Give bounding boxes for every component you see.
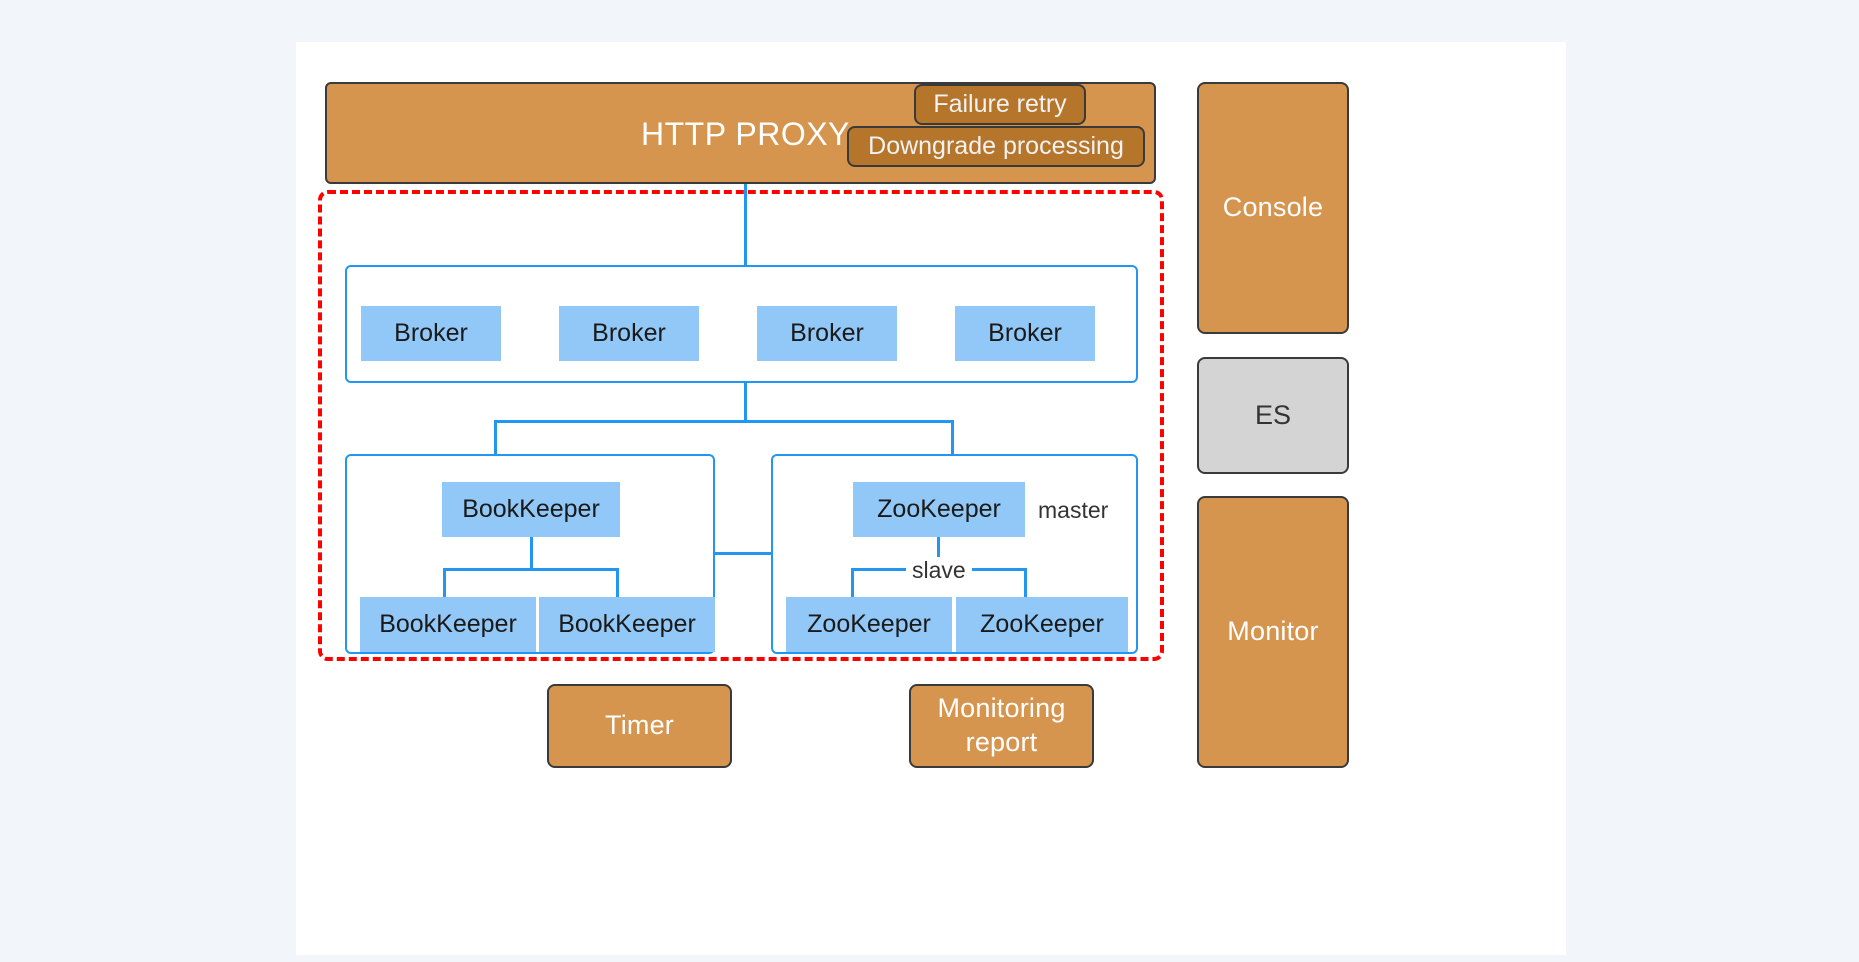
monitoring-report-line-2: report <box>965 727 1038 757</box>
zookeeper-master-role-label: master <box>1038 497 1109 523</box>
broker-node-2[interactable]: Broker <box>559 306 699 361</box>
broker-node-4[interactable]: Broker <box>955 306 1095 361</box>
diagram-canvas: HTTP PROXY Failure retry Downgrade proce… <box>296 42 1566 955</box>
broker-container <box>345 265 1138 383</box>
connector-zookeeper-right <box>1024 568 1027 598</box>
monitoring-report-box[interactable]: Monitoring report <box>909 684 1094 768</box>
connector-brokers-trunk <box>744 383 747 422</box>
badge-failure-retry[interactable]: Failure retry <box>914 84 1086 125</box>
broker-node-1[interactable]: Broker <box>361 306 501 361</box>
connector-bookkeeper-trunk <box>530 537 533 570</box>
connector-zookeeper-trunk <box>937 537 940 570</box>
connector-bookkeeper-right <box>616 568 619 598</box>
zookeeper-slave-role-label: slave <box>906 557 972 584</box>
bookkeeper-child-node-2[interactable]: BookKeeper <box>539 597 715 652</box>
http-proxy-title: HTTP PROXY <box>641 116 850 152</box>
bookkeeper-child-node-1[interactable]: BookKeeper <box>360 597 536 652</box>
connector-bookkeeper-to-zookeeper <box>713 552 773 555</box>
connector-to-bookkeeper-container <box>494 420 497 456</box>
connector-brokers-split <box>494 420 954 423</box>
zookeeper-child-node-1[interactable]: ZooKeeper <box>786 597 952 652</box>
connector-to-zookeeper-container <box>951 420 954 456</box>
zookeeper-master-node[interactable]: ZooKeeper <box>853 482 1025 537</box>
timer-box[interactable]: Timer <box>547 684 732 768</box>
connector-proxy-to-brokers <box>744 184 747 266</box>
connector-bookkeeper-split <box>443 568 619 571</box>
cluster-boundary <box>318 190 1164 661</box>
badge-downgrade-processing[interactable]: Downgrade processing <box>847 126 1145 167</box>
connector-bookkeeper-left <box>443 568 446 598</box>
sidebar-item-monitor[interactable]: Monitor <box>1197 496 1349 768</box>
zookeeper-child-node-2[interactable]: ZooKeeper <box>956 597 1128 652</box>
connector-zookeeper-left <box>851 568 854 598</box>
sidebar-item-es[interactable]: ES <box>1197 357 1349 474</box>
monitoring-report-line-1: Monitoring <box>937 693 1066 724</box>
bookkeeper-master-node[interactable]: BookKeeper <box>442 482 620 537</box>
broker-node-3[interactable]: Broker <box>757 306 897 361</box>
sidebar-item-console[interactable]: Console <box>1197 82 1349 334</box>
